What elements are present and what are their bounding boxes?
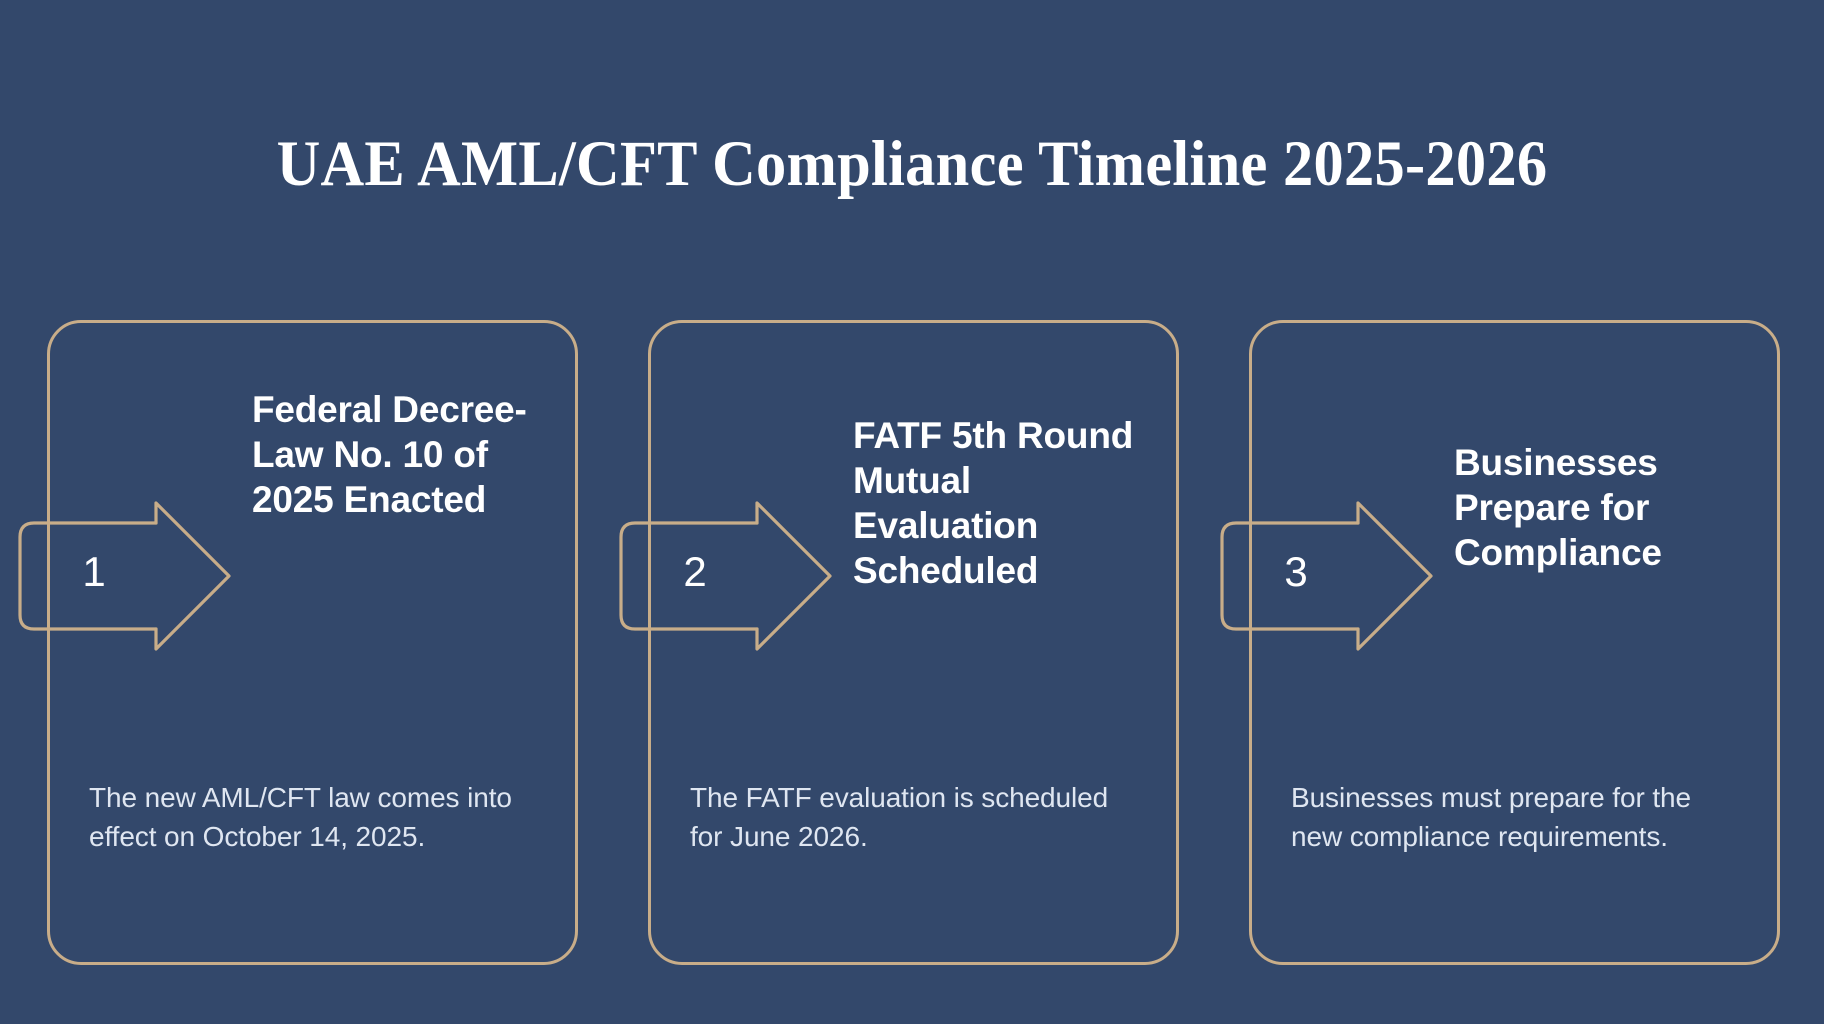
card-heading: FATF 5th Round Mutual Evaluation Schedul… bbox=[853, 415, 1134, 592]
card-content: 2 FATF 5th Round Mutual Evaluation Sched… bbox=[619, 323, 1176, 962]
card-content: 3 Businesses Prepare for Compliance Busi… bbox=[1220, 323, 1777, 962]
card-description: The FATF evaluation is scheduled for Jun… bbox=[690, 782, 1109, 853]
card-content: 1 Federal Decree-Law No. 10 of 2025 Enac… bbox=[18, 323, 575, 962]
card-heading: Federal Decree-Law No. 10 of 2025 Enacte… bbox=[252, 389, 527, 521]
step-number: 1 bbox=[82, 548, 106, 595]
step-number: 2 bbox=[683, 548, 707, 595]
step-number: 3 bbox=[1284, 548, 1308, 595]
step-arrow-1: 1 bbox=[14, 501, 264, 651]
page-title: UAE AML/CFT Compliance Timeline 2025-202… bbox=[276, 127, 1548, 200]
card-description: Businesses must prepare for the new comp… bbox=[1291, 782, 1691, 853]
timeline-card-1[interactable]: 1 Federal Decree-Law No. 10 of 2025 Enac… bbox=[18, 320, 578, 965]
timeline-cards-row: 1 Federal Decree-Law No. 10 of 2025 Enac… bbox=[0, 320, 1824, 970]
arrow-right-icon bbox=[18, 501, 231, 651]
card-heading: Businesses Prepare for Compliance bbox=[1454, 442, 1662, 574]
timeline-card-3[interactable]: 3 Businesses Prepare for Compliance Busi… bbox=[1220, 320, 1780, 965]
step-arrow-3: 3 bbox=[1216, 501, 1466, 651]
arrow-right-icon bbox=[1220, 501, 1433, 651]
step-arrow-2: 2 bbox=[615, 501, 865, 651]
timeline-card-2[interactable]: 2 FATF 5th Round Mutual Evaluation Sched… bbox=[619, 320, 1179, 965]
arrow-right-icon bbox=[619, 501, 832, 651]
card-description: The new AML/CFT law comes into effect on… bbox=[89, 782, 512, 853]
